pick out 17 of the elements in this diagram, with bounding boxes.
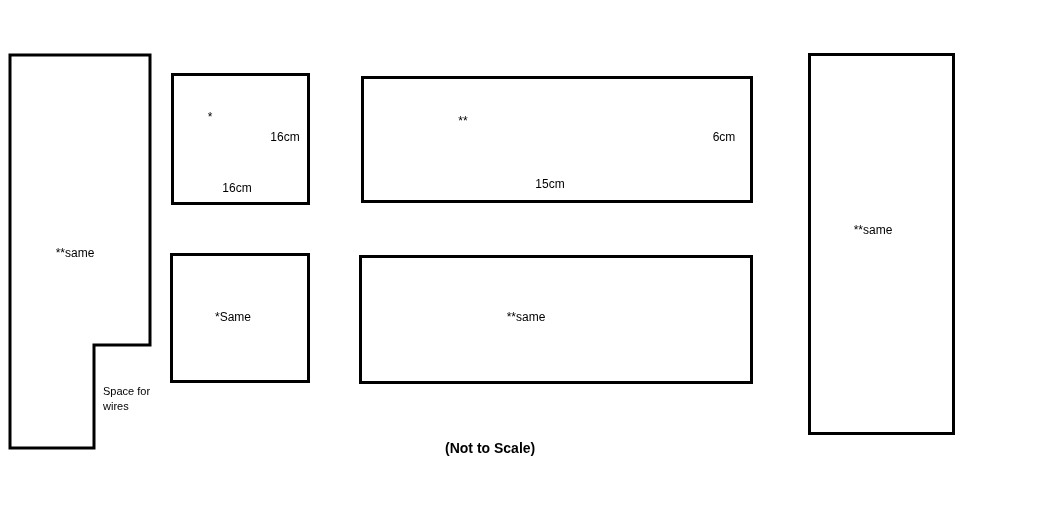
box-label: * <box>207 110 213 124</box>
box-label: *Same <box>215 310 251 324</box>
scale-note: (Not to Scale) <box>445 441 537 456</box>
note-text: Space for wires <box>103 384 152 414</box>
panel-outline <box>171 73 310 205</box>
box-label: ** <box>458 114 468 128</box>
box-label: **same <box>55 246 95 260</box>
box-label: **same <box>853 223 893 237</box>
box-label: **same <box>506 310 546 324</box>
panel-outline <box>361 76 753 203</box>
panel-outline <box>808 53 955 435</box>
dimension-label: 6cm <box>712 130 736 144</box>
dimension-label: 15cm <box>535 177 565 191</box>
panel-outline <box>170 253 310 383</box>
dimension-label: 16cm <box>222 181 252 195</box>
dimension-label: 16cm <box>270 130 300 144</box>
panel-outline <box>359 255 753 384</box>
